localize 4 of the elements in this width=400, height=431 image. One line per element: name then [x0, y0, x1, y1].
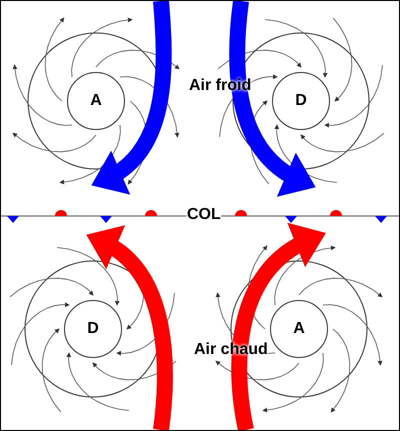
pressure-center: D: [64, 300, 122, 358]
pressure-center: A: [270, 300, 328, 358]
pressure-center: D: [272, 72, 330, 130]
pressure-center: A: [67, 72, 125, 130]
